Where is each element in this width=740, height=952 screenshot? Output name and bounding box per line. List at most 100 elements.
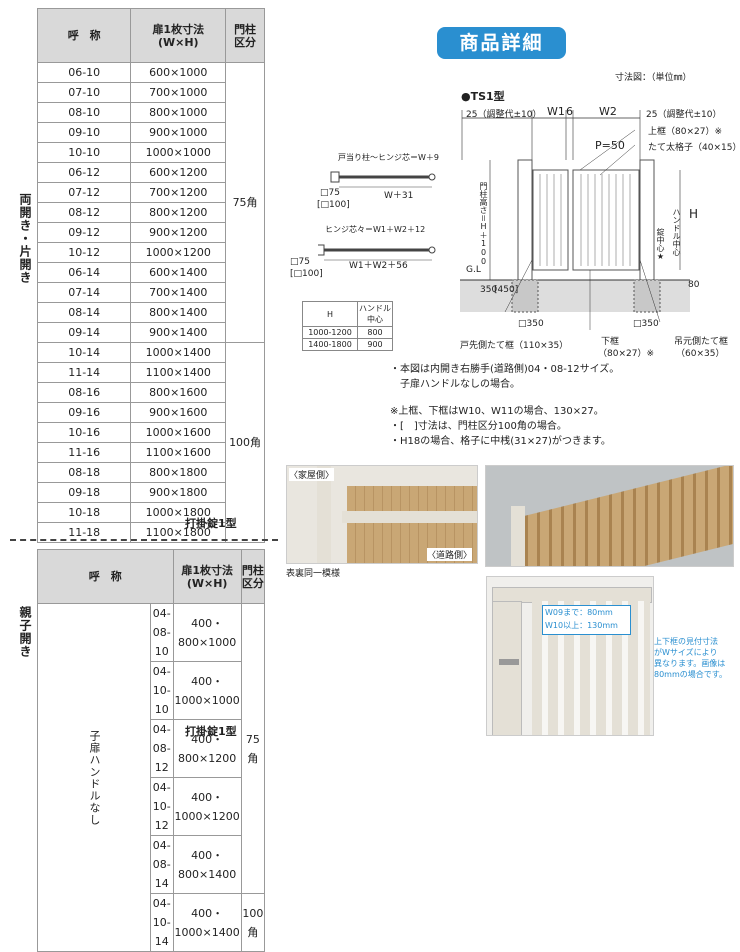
row-name: 06-14 <box>36 262 132 283</box>
label-vertical-lattice: たて太格子（40×15） <box>648 143 740 153</box>
row-name: 10-10 <box>36 142 132 163</box>
row-size: 800×1800 <box>130 462 227 483</box>
sub-label-no-handle: 子扉ハンドルなし <box>37 603 151 952</box>
row-size: 800×1200 <box>130 202 227 223</box>
handle-table-h-1: 1000-1200 <box>302 326 358 339</box>
row-size: 600×1000 <box>130 62 227 83</box>
label-top-frame: 上框（80×27）※ <box>648 127 722 137</box>
row-size: 800×1600 <box>130 382 227 403</box>
row-name: 09-16 <box>36 402 132 423</box>
dim-w1: W1 <box>547 105 565 118</box>
mini-line2-label: ヒンジ芯々＝W1＋W2＋12 <box>325 225 426 234</box>
row-name: 09-14 <box>36 322 132 343</box>
post-75: 75角 <box>240 603 266 894</box>
row-name: 06-10 <box>36 62 132 83</box>
row-name: 09-12 <box>36 222 132 243</box>
note-line: 子扉ハンドルなしの場合。 <box>390 379 520 390</box>
row-name: 09-10 <box>36 122 132 143</box>
row-size: 900×1000 <box>130 122 227 143</box>
row-name: 07-12 <box>36 182 132 203</box>
handle-table-h-head: H <box>302 301 358 327</box>
row-name: 04-10-10 <box>150 661 174 720</box>
mini-sq75-b: □75 <box>290 257 310 267</box>
dim-6: 6 <box>566 105 573 118</box>
label-h: H <box>689 207 699 221</box>
row-size: 1000×1200 <box>130 242 227 263</box>
row-name: 10-14 <box>36 342 132 363</box>
row-name: 08-18 <box>36 462 132 483</box>
dim-adj-right: 25（調整代±10） <box>646 110 722 120</box>
photo1-tag-road: 〈道路側〉 <box>427 548 473 561</box>
row-name: 11-18 <box>36 522 132 543</box>
row-name: 08-16 <box>36 382 132 403</box>
row-name: 04-10-14 <box>150 893 174 952</box>
photo3-note-line: 80mmの場合です。 <box>654 670 727 679</box>
post-100: 100角 <box>240 893 266 952</box>
post-100: 100角 <box>225 342 265 543</box>
row-name: 10-16 <box>36 422 132 443</box>
col-size-header-2: 扉1枚寸法(W×H) <box>172 549 242 604</box>
notes-block: ・本図は内開き右勝手(道路側)04・08-12サイズ。 子扉ハンドルなしの場合。… <box>390 362 619 449</box>
handle-table-v-1: 800 <box>357 326 393 339</box>
row-size: 900×1800 <box>130 482 227 503</box>
photo3-note-line: がWサイズにより <box>654 648 718 657</box>
photo3-info-box: W09まで：80mm W10以上：130mm <box>542 605 631 635</box>
section-divider <box>10 539 278 541</box>
mini-sq100-a: [□100] <box>317 200 350 210</box>
row-size: 900×1400 <box>130 322 227 343</box>
label-bottom-frame: 下框 <box>601 337 620 347</box>
row-size: 1100×1400 <box>130 362 227 383</box>
photo3-note-line: 上下框の見付寸法 <box>654 637 718 646</box>
row-size: 1000×1400 <box>130 342 227 363</box>
label-450: [450] <box>494 285 519 295</box>
note-line: ・H18の場合、格子に中桟(31×27)がつきます。 <box>390 436 611 447</box>
dim-w2: W2 <box>599 105 617 118</box>
photo3-box-line-2: W10以上：130mm <box>545 621 618 630</box>
mini-wplus: W＋31 <box>384 191 414 201</box>
label-hinge-frame: 吊元側たて框 <box>674 337 729 347</box>
row-name: 04-08-12 <box>150 719 174 778</box>
label-gl: G.L <box>466 265 481 275</box>
row-size: 400・800×1000 <box>172 603 242 662</box>
mini-sq100-b: [□100] <box>290 269 323 279</box>
row-size: 400・800×1400 <box>172 835 242 894</box>
photo1-caption: 表裏同一模様 <box>286 569 341 579</box>
dim-adj-left: 25（調整代±10） <box>466 110 542 120</box>
gate-elevation-drawing <box>460 110 690 330</box>
label-sq350-right: □350 <box>633 319 659 329</box>
row-size: 1100×1800 <box>130 522 227 543</box>
handle-table-h-2: 1400-1800 <box>302 338 358 351</box>
row-size: 400・1000×1200 <box>172 777 242 836</box>
label-350: 350 <box>480 285 498 295</box>
row-size: 1000×1000 <box>130 142 227 163</box>
model-label: ●TS1型 <box>461 90 505 103</box>
row-size: 800×1400 <box>130 302 227 323</box>
col-size-header: 扉1枚寸法(W×H) <box>130 8 227 63</box>
row-name: 08-12 <box>36 202 132 223</box>
row-name: 10-18 <box>36 502 132 523</box>
gate-photo-frame-detail: W09まで：80mm W10以上：130mm <box>486 576 654 736</box>
row-name: 04-08-14 <box>150 835 174 894</box>
row-name: 09-18 <box>36 482 132 503</box>
row-name: 07-14 <box>36 282 132 303</box>
handle-table-v-2: 900 <box>357 338 393 351</box>
mini-line1-label: 戸当り柱～ヒンジ芯＝W＋9 <box>338 153 439 162</box>
row-name: 04-10-12 <box>150 777 174 836</box>
table2-footer: 打掛錠1型 <box>185 725 237 738</box>
photo3-note: 上下框の見付寸法 がWサイズにより 異なります。画像は 80mmの場合です。 <box>654 636 727 680</box>
label-bottom-frame-size: （80×27）※ <box>598 349 654 359</box>
note-line: ・[ ]寸法は、門柱区分100角の場合。 <box>390 421 567 432</box>
table1-footer: 打掛錠1型 <box>185 517 237 530</box>
